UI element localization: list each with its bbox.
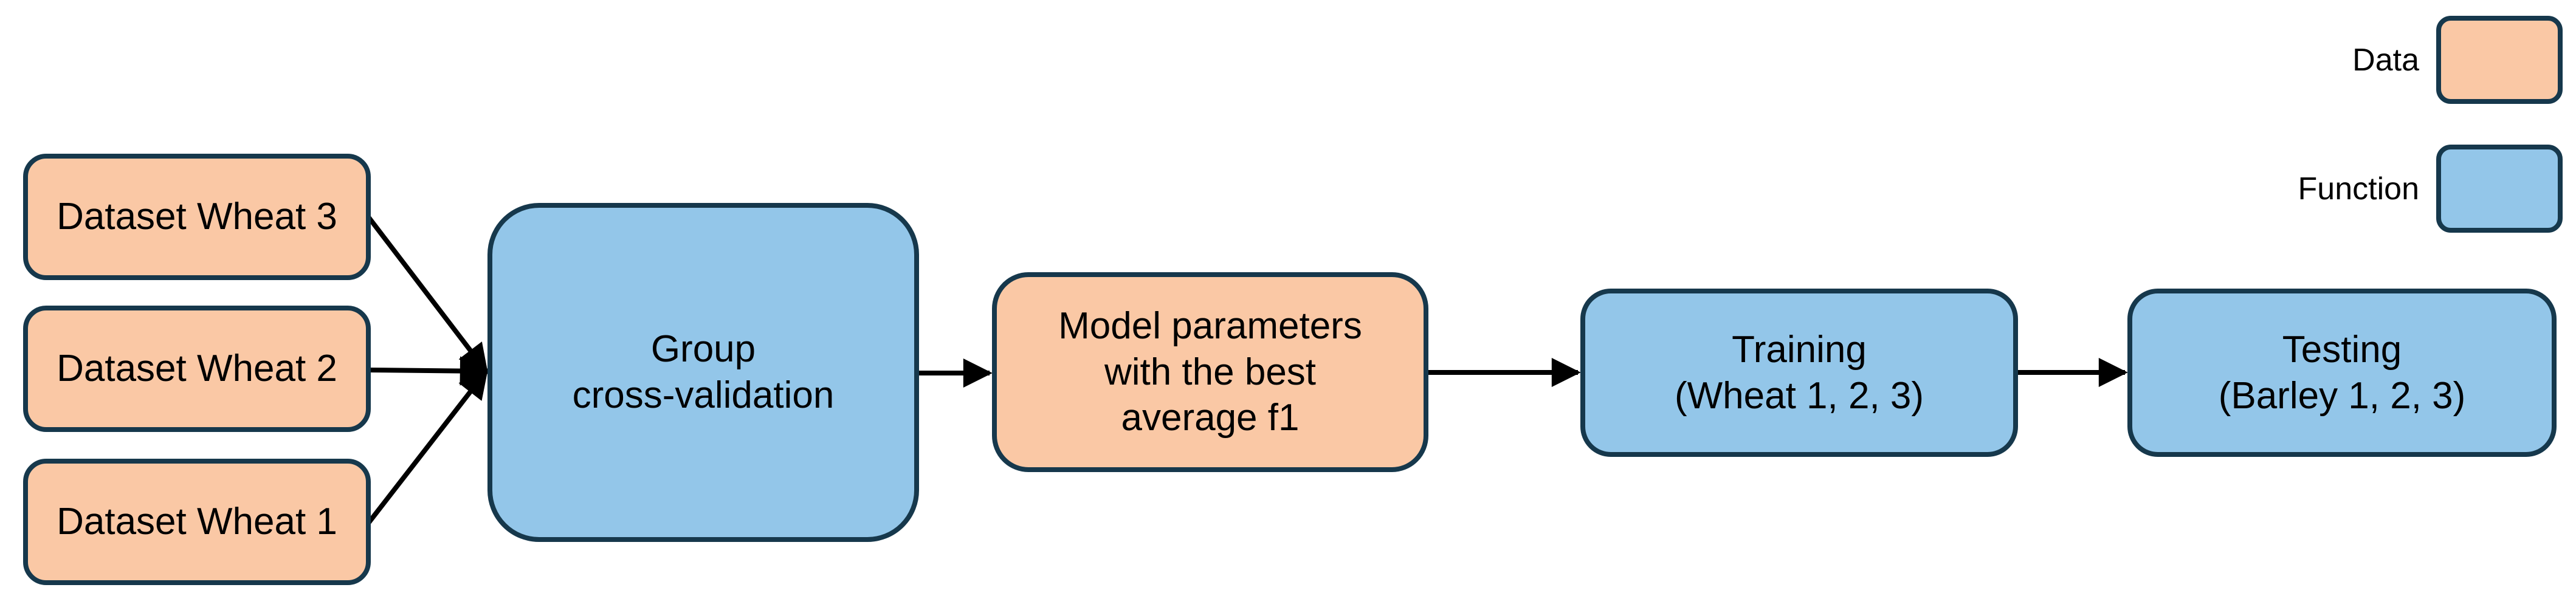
legend-item-function: Function xyxy=(2298,145,2563,233)
legend-item-data: Data xyxy=(2352,16,2563,104)
label-line-1: Model parameters xyxy=(1058,305,1362,348)
label-line-2: (Barley 1, 2, 3) xyxy=(2218,374,2466,417)
label-line-1: Group xyxy=(650,328,756,371)
node-model-parameters-label: Model parameters with the best average f… xyxy=(1058,303,1362,441)
label-line-3: average f1 xyxy=(1121,397,1300,439)
legend-swatch-data xyxy=(2436,16,2563,104)
legend-swatch-function xyxy=(2436,145,2563,233)
node-dataset-wheat-1-label: Dataset Wheat 1 xyxy=(57,501,337,543)
node-testing-label: Testing (Barley 1, 2, 3) xyxy=(2219,327,2466,419)
node-testing: Testing (Barley 1, 2, 3) xyxy=(2127,289,2557,457)
node-dataset-wheat-3: Dataset Wheat 3 xyxy=(23,154,371,280)
label-line-2: with the best xyxy=(1104,351,1317,393)
node-group-cross-validation-label: Group cross-validation xyxy=(573,326,835,418)
node-model-parameters: Model parameters with the best average f… xyxy=(992,272,1428,472)
legend-label-function: Function xyxy=(2298,171,2419,207)
label-line-2: (Wheat 1, 2, 3) xyxy=(1674,374,1924,417)
node-dataset-wheat-2: Dataset Wheat 2 xyxy=(23,306,371,432)
node-group-cross-validation: Group cross-validation xyxy=(487,203,919,542)
legend-label-data: Data xyxy=(2352,42,2419,78)
label-line-1: Training xyxy=(1732,328,1867,371)
node-dataset-wheat-1: Dataset Wheat 1 xyxy=(23,459,371,585)
arrow-dataset-wheat-1-to-group-cv xyxy=(366,369,489,525)
label-line-2: cross-validation xyxy=(572,374,835,416)
label-line-1: Testing xyxy=(2282,328,2402,371)
node-training-label: Training (Wheat 1, 2, 3) xyxy=(1675,327,1924,419)
node-dataset-wheat-3-label: Dataset Wheat 3 xyxy=(57,196,337,238)
arrow-dataset-wheat-3-to-group-cv xyxy=(366,215,489,374)
node-dataset-wheat-2-label: Dataset Wheat 2 xyxy=(57,348,337,390)
arrow-dataset-wheat-2-to-group-cv xyxy=(368,356,489,386)
node-training: Training (Wheat 1, 2, 3) xyxy=(1580,289,2018,457)
